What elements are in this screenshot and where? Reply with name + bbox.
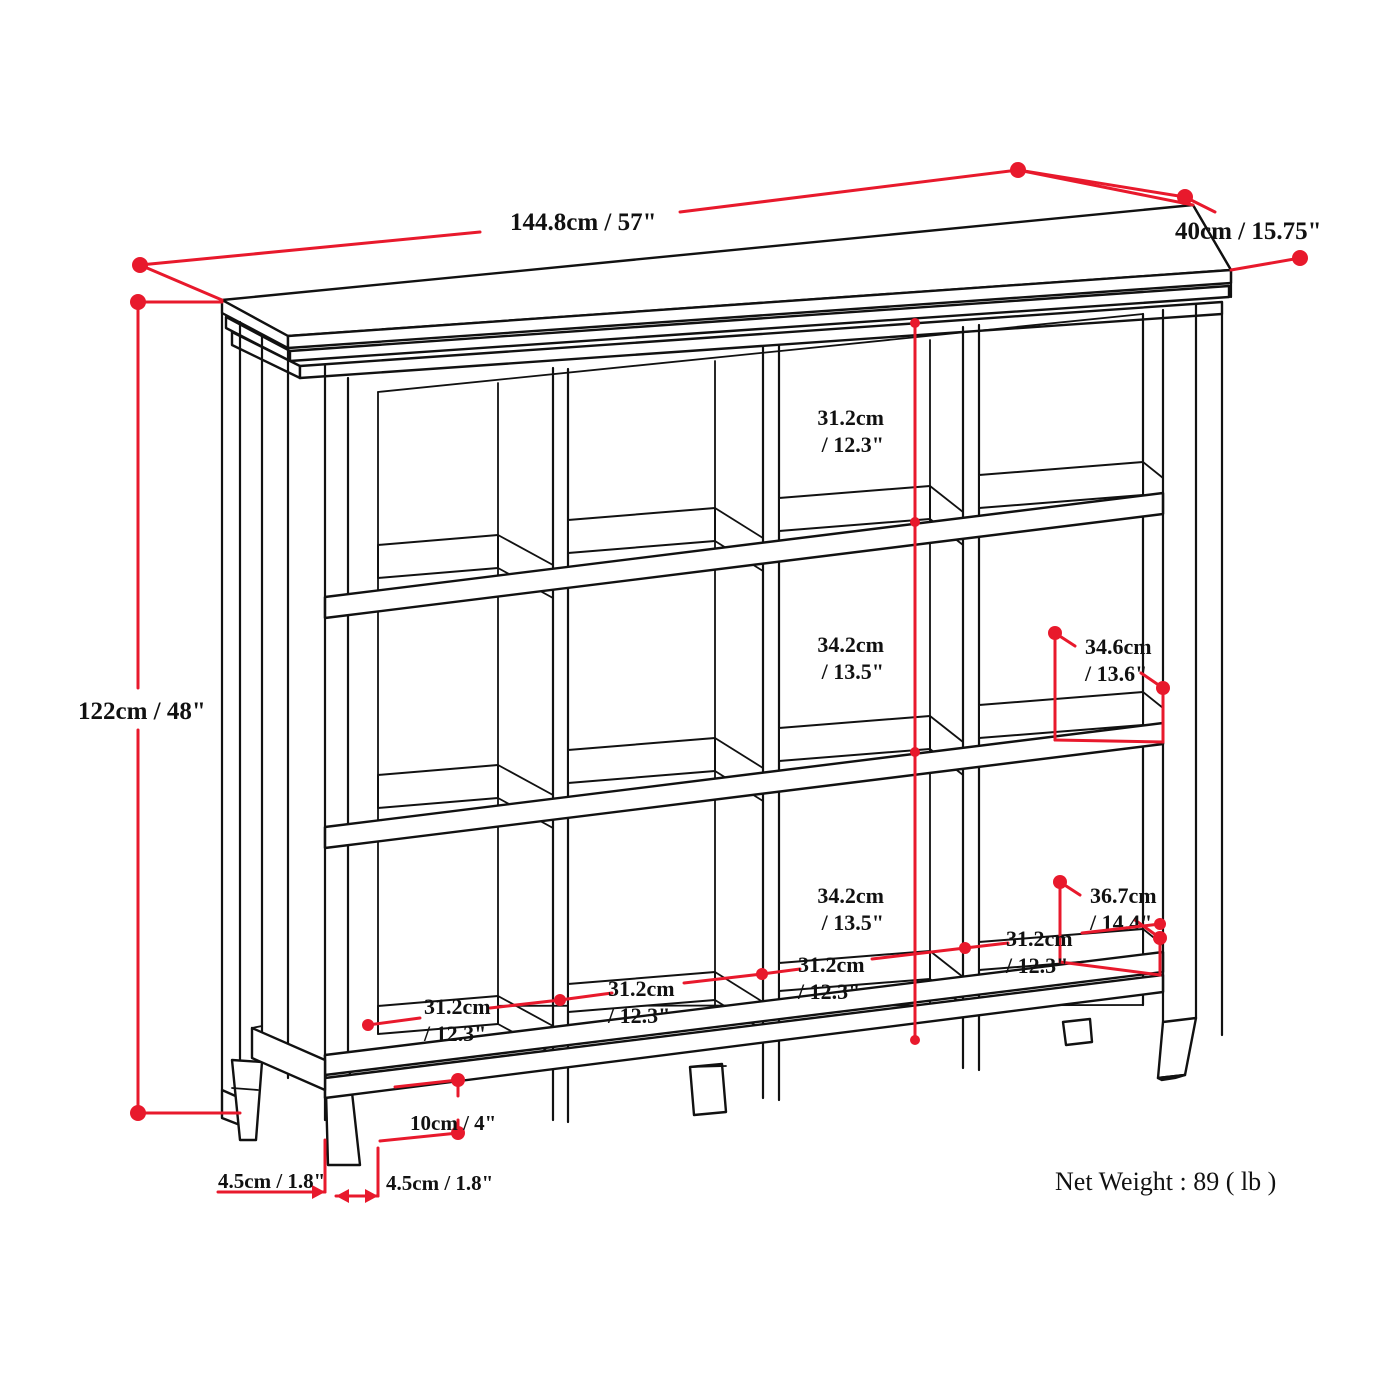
dim-leg-right: 4.5cm / 1.8" bbox=[334, 1146, 493, 1203]
dim-label-cube-width-2-l2: / 12.3" bbox=[607, 1003, 670, 1028]
dim-cube-width-4: 31.2cm / 12.3" bbox=[963, 918, 1166, 978]
dim-label-row-top-l1: 31.2cm bbox=[817, 405, 884, 430]
net-weight-label: Net Weight : 89 ( lb ) bbox=[1055, 1167, 1276, 1196]
left-side-panel bbox=[220, 311, 290, 1142]
dimension-annotations: 144.8cm / 57" 40cm / 15.75" 122cm / 48" bbox=[78, 162, 1322, 1203]
dim-label-cube-width-3-l2: / 12.3" bbox=[797, 979, 860, 1004]
top-panel bbox=[220, 203, 1233, 380]
dim-label-shelf-depth-middle-l2: / 13.6" bbox=[1084, 661, 1147, 686]
dim-leg-clearance: 10cm / 4" bbox=[378, 1073, 496, 1143]
dim-shelf-depth-bottom: 36.7cm / 14.4" bbox=[1053, 875, 1167, 977]
dim-label-shelf-depth-middle-l1: 34.6cm bbox=[1085, 634, 1152, 659]
shelf-top bbox=[323, 461, 1165, 620]
front-left-post bbox=[323, 363, 362, 1167]
dim-label-overall-height: 122cm / 48" bbox=[78, 698, 206, 725]
dim-label-shelf-depth-bottom-l1: 36.7cm bbox=[1090, 883, 1157, 908]
bottom-deck bbox=[323, 928, 1165, 1100]
dim-label-leg-clearance: 10cm / 4" bbox=[410, 1111, 496, 1135]
dim-label-cube-width-4-l1: 31.2cm bbox=[1006, 926, 1073, 951]
dim-label-overall-width: 144.8cm / 57" bbox=[510, 209, 657, 236]
dim-label-row-top-l2: / 12.3" bbox=[821, 432, 884, 457]
dim-shelf-depth-middle: 34.6cm / 13.6" bbox=[1048, 626, 1170, 744]
dim-label-cube-width-3-l1: 31.2cm bbox=[798, 952, 865, 977]
center-back-foot bbox=[688, 1062, 728, 1117]
right-back-foot bbox=[1061, 1017, 1094, 1047]
dim-leg-left: 4.5cm / 1.8" bbox=[216, 1138, 327, 1199]
dim-row-heights: 31.2cm / 12.3" 34.2cm / 13.5" 34.2cm / 1… bbox=[817, 318, 920, 1045]
dim-label-cube-width-2-l1: 31.2cm bbox=[608, 976, 675, 1001]
dim-label-cube-width-4-l2: / 12.3" bbox=[1005, 953, 1068, 978]
dim-label-row-middle-l1: 34.2cm bbox=[817, 632, 884, 657]
dim-cube-width-1: 31.2cm / 12.3" bbox=[362, 994, 566, 1046]
dim-label-cube-width-1-l2: / 12.3" bbox=[423, 1021, 486, 1046]
dim-label-row-middle-l2: / 13.5" bbox=[821, 659, 884, 684]
dim-label-cube-width-1-l1: 31.2cm bbox=[424, 994, 491, 1019]
dim-overall-depth: 40cm / 15.75" bbox=[1016, 168, 1322, 272]
dim-cube-width-3: 31.2cm / 12.3" bbox=[760, 942, 971, 1004]
dim-overall-width: 144.8cm / 57" bbox=[132, 162, 1195, 302]
dim-label-overall-depth: 40cm / 15.75" bbox=[1175, 218, 1322, 245]
dim-overall-height: 122cm / 48" bbox=[78, 294, 242, 1121]
dim-label-leg-right: 4.5cm / 1.8" bbox=[386, 1171, 493, 1195]
base-rail-left bbox=[250, 1025, 327, 1092]
bookcase-illustration bbox=[220, 203, 1233, 1167]
dim-cube-width-2: 31.2cm / 12.3" bbox=[558, 968, 768, 1028]
dim-label-leg-left: 4.5cm / 1.8" bbox=[218, 1169, 325, 1193]
back-panel bbox=[377, 313, 1144, 1007]
shelf-middle bbox=[323, 691, 1165, 850]
dim-label-row-bottom-l1: 34.2cm bbox=[817, 883, 884, 908]
dim-label-row-bottom-l2: / 13.5" bbox=[821, 910, 884, 935]
